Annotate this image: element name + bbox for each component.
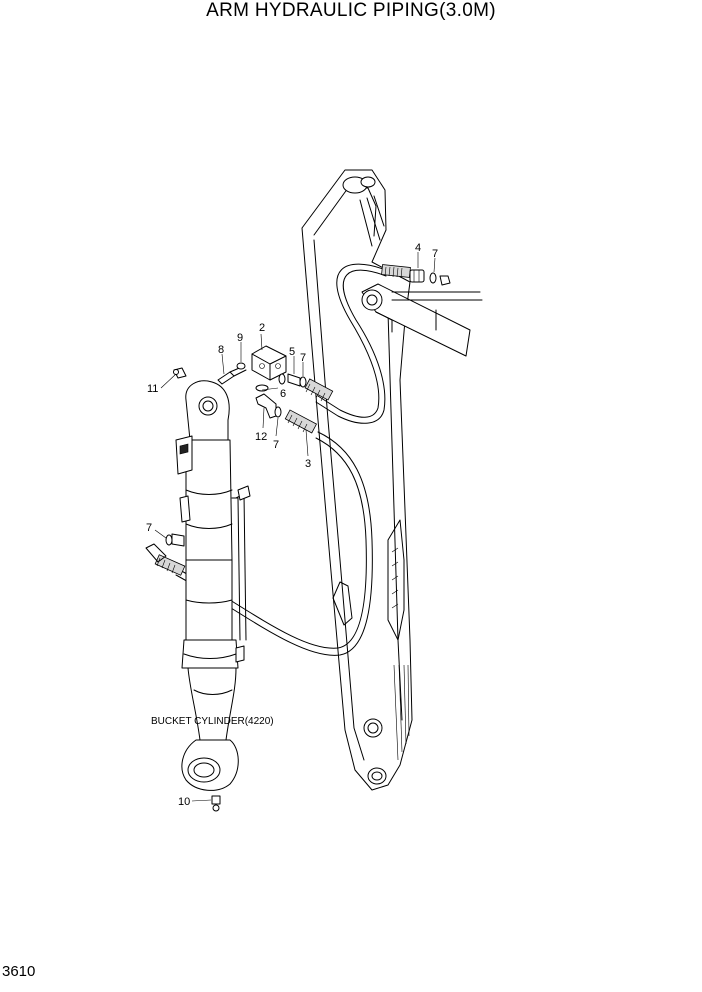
page-title: ARM HYDRAULIC PIPING(3.0M)	[206, 0, 496, 21]
part-4-fitting	[409, 269, 425, 283]
part-10-grease-nipple	[211, 795, 221, 812]
lower-hose-end	[145, 543, 186, 576]
callout-7-mid: 7	[300, 352, 306, 364]
callout-6: 6	[280, 388, 286, 400]
part-7-oring-top	[429, 272, 437, 284]
bucket-cylinder-label: BUCKET CYLINDER(4220)	[151, 716, 274, 727]
part-7-oring-low	[274, 406, 282, 418]
callout-4: 4	[415, 242, 421, 254]
callout-5: 5	[289, 346, 295, 358]
page-number: 3610	[2, 963, 36, 980]
arm-structure	[301, 169, 413, 791]
part-5-connector	[287, 373, 307, 388]
leader-lines	[154, 252, 436, 802]
callout-7-low: 7	[273, 439, 279, 451]
callout-7-top: 7	[432, 248, 438, 260]
callout-10: 10	[178, 796, 190, 808]
part-7-elbow-top	[439, 275, 451, 286]
callout-12: 12	[255, 431, 267, 443]
part-11-grease-nipple	[173, 367, 187, 379]
part-7-oring-left	[165, 533, 185, 547]
part-6-oring	[255, 384, 269, 392]
part-3-hose	[175, 409, 373, 656]
callout-11: 11	[147, 383, 158, 395]
part-7-oring-mid	[278, 373, 286, 385]
callout-9: 9	[237, 332, 243, 344]
part-12-elbow	[255, 393, 277, 419]
callout-2: 2	[259, 322, 265, 334]
arm-cylinder-mount	[361, 283, 483, 357]
part-9-washer	[236, 362, 246, 370]
callout-3: 3	[305, 458, 311, 470]
part-2-block	[251, 345, 287, 381]
callout-8: 8	[218, 344, 224, 356]
callout-7-left: 7	[146, 522, 152, 534]
bucket-cylinder	[175, 380, 251, 791]
upper-hose-end	[304, 378, 334, 402]
upper-hose-loop	[315, 263, 411, 424]
